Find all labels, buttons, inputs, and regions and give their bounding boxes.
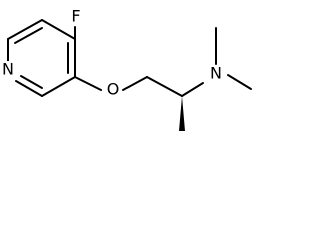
fluorine-label: F xyxy=(71,7,80,26)
bond-ring-bottom-left-inner xyxy=(20,75,43,89)
amine-nitrogen-label: N xyxy=(210,64,222,83)
bond-group xyxy=(7,19,252,131)
pyridine-nitrogen-label-bg xyxy=(1,61,15,79)
bond-chiral-n xyxy=(181,82,204,97)
bond-ring-top-right xyxy=(41,19,76,40)
bond-n-methyl-right xyxy=(227,74,252,90)
bond-ring-top-left xyxy=(7,19,43,40)
bond-o-ch2 xyxy=(122,76,148,91)
bond-ring-o xyxy=(74,76,102,91)
bond-ring-bottom-right xyxy=(41,76,76,97)
molecule-structure: F N O N xyxy=(1,7,252,131)
bond-ring-bottom-left xyxy=(15,80,43,97)
amine-nitrogen-label-bg xyxy=(208,65,224,83)
atom-labels: F N O N xyxy=(1,7,224,99)
bond-ch2-chiral xyxy=(146,76,183,97)
stereo-wedge-methyl xyxy=(179,96,185,131)
bond-ring-top-left-inner xyxy=(14,27,43,44)
ether-oxygen-label-bg xyxy=(105,81,121,99)
ether-oxygen-label: O xyxy=(107,80,120,99)
fluorine-label-bg xyxy=(69,8,83,26)
pyridine-nitrogen-label: N xyxy=(2,60,14,79)
